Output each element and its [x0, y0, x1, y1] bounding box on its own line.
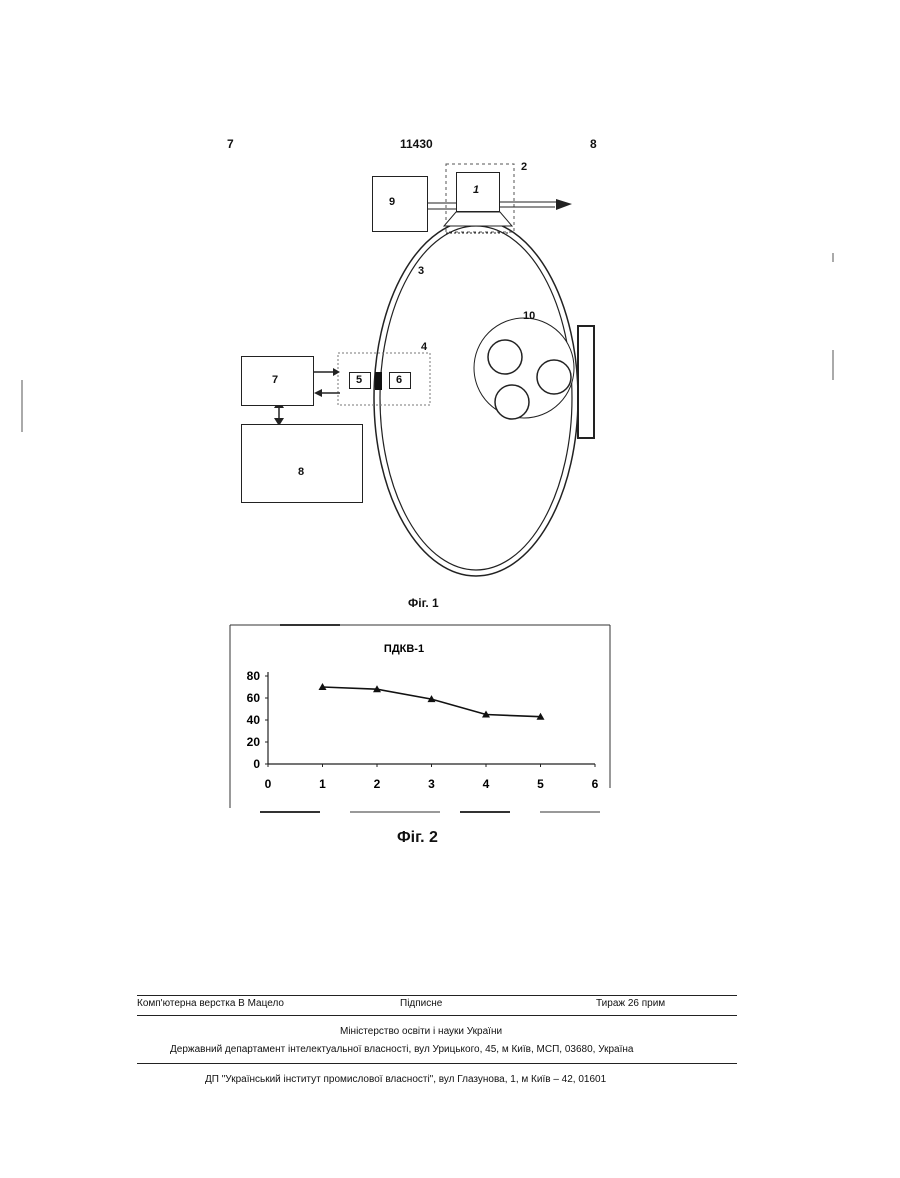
footer-circulation: Тираж 26 прим [596, 998, 665, 1009]
footer-rule-bottom [137, 1063, 737, 1064]
footer-ministry: Міністерство освіти і науки України [340, 1026, 502, 1037]
label-6: 6 [396, 374, 402, 386]
block-8 [241, 424, 363, 503]
sensor-segment [375, 372, 382, 390]
block-9 [372, 176, 428, 232]
y-tick-label: 40 [247, 713, 261, 727]
x-tick-label: 3 [428, 777, 435, 791]
disc-3 [495, 385, 529, 419]
y-tick-label: 0 [253, 757, 260, 771]
disc-2 [537, 360, 571, 394]
y-tick-label: 20 [247, 735, 261, 749]
figure-1-caption: Фіг. 1 [408, 596, 439, 610]
x-tick-label: 4 [483, 777, 490, 791]
label-9: 9 [389, 196, 395, 208]
chart-series [319, 683, 545, 720]
label-5: 5 [356, 374, 362, 386]
x-tick-label: 6 [592, 777, 599, 791]
footer-layout: Комп'ютерна верстка В Мацело [137, 998, 284, 1009]
block-1-funnel [444, 212, 512, 226]
plate [578, 326, 594, 438]
figure-1-diagram: 1 2 3 4 5 6 7 8 9 10 Фіг. 1 [0, 0, 900, 600]
footer-rule-middle [137, 1015, 737, 1016]
disc-1 [488, 340, 522, 374]
label-1: 1 [473, 184, 479, 196]
chart-svg: ПДКВ-1 0 20 40 60 80 0 1 2 3 4 5 6 [220, 618, 620, 818]
footer-rule-top [137, 995, 737, 996]
arrow-to-block-7-icon [314, 389, 322, 397]
x-tick-label: 0 [265, 777, 272, 791]
x-tick-label: 5 [537, 777, 544, 791]
arrow-to-block-4-icon [333, 368, 340, 376]
label-8: 8 [298, 466, 304, 478]
chart-axes [268, 672, 595, 764]
label-2: 2 [521, 161, 527, 173]
y-tick-label: 60 [247, 691, 261, 705]
label-10: 10 [523, 310, 535, 322]
y-tick-label: 80 [247, 669, 261, 683]
figure-2-caption: Фіг. 2 [397, 829, 438, 847]
footer-department: Державний департамент інтелектуальної вл… [170, 1044, 633, 1055]
chart-title: ПДКВ-1 [384, 643, 424, 655]
footer-signed: Підписне [400, 998, 442, 1009]
x-tick-label: 1 [319, 777, 326, 791]
x-tick-label: 2 [374, 777, 381, 791]
figure-1-drawing [0, 0, 900, 600]
footer-institute: ДП "Український інститут промислової вла… [205, 1074, 606, 1085]
output-arrow-icon [556, 199, 572, 210]
label-3: 3 [418, 265, 424, 277]
label-7: 7 [272, 374, 278, 386]
label-4: 4 [421, 341, 427, 353]
chart-ticks: 0 20 40 60 80 0 1 2 3 4 5 6 [247, 669, 599, 791]
figure-2-chart: ПДКВ-1 0 20 40 60 80 0 1 2 3 4 5 6 [220, 618, 620, 818]
